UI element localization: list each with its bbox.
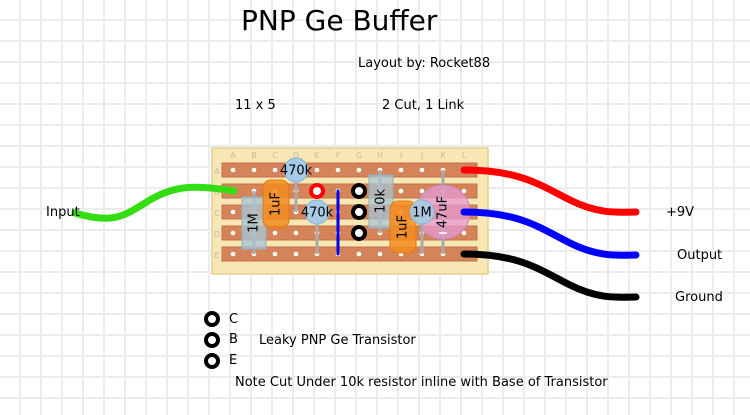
power-label: +9V	[666, 205, 695, 220]
board-size-label: 11 x 5	[235, 98, 276, 113]
row-label: D	[214, 230, 220, 239]
hole	[461, 230, 467, 236]
column-label: H	[377, 151, 383, 160]
column-label: J	[420, 151, 423, 160]
output-label: Output	[677, 248, 723, 263]
hole	[461, 188, 467, 194]
legend-pin-b-icon	[204, 332, 220, 348]
row-label: C	[214, 209, 220, 218]
r5-label: 1M	[412, 206, 432, 221]
column-label: D	[293, 151, 299, 160]
hole	[230, 209, 236, 215]
column-label: G	[356, 151, 362, 160]
power-wire	[460, 166, 640, 216]
hole	[314, 167, 320, 173]
c3-label: 47uF	[436, 196, 451, 228]
r2-label: 470k	[280, 164, 313, 179]
ground-label: Ground	[675, 290, 723, 305]
hole	[251, 167, 257, 173]
c2-label: 1uF	[396, 215, 411, 239]
resistor-470k-b: 470k	[301, 199, 334, 254]
hole	[356, 251, 362, 257]
resistor-1m-a: 1M	[241, 191, 267, 254]
copper-strip-A	[221, 162, 478, 178]
hole	[335, 167, 341, 173]
r4-label: 10k	[374, 188, 389, 213]
ground-wire	[460, 250, 640, 301]
author-label: Layout by: Rocket88	[358, 56, 491, 71]
transistor-pin-e	[351, 225, 367, 241]
column-label: I	[400, 151, 402, 160]
resistor-1m-b: 1M	[409, 199, 435, 254]
column-label: A	[230, 151, 236, 160]
hole	[293, 251, 299, 257]
column-label: L	[462, 151, 467, 160]
capacitor-1uf-b: 1uF	[389, 200, 417, 254]
r1-label: 1M	[247, 213, 262, 233]
hole	[272, 167, 278, 173]
hole	[230, 230, 236, 236]
hole	[230, 251, 236, 257]
legend-pin-c-label: C	[229, 312, 239, 327]
track-cut	[309, 183, 325, 199]
column-label: C	[272, 151, 278, 160]
column-label: K	[440, 151, 446, 160]
legend-pin-e-icon	[204, 353, 220, 369]
transistor-pin-c	[351, 183, 367, 199]
hole	[419, 188, 425, 194]
page-title: PNP Ge Buffer	[241, 4, 438, 37]
hole	[293, 230, 299, 236]
electrolytic-capacitor-47uf: 47uF	[415, 170, 471, 254]
legend-pin-c-icon	[204, 311, 220, 327]
hole	[398, 167, 404, 173]
row-label: A	[214, 167, 220, 176]
column-labels: A B C D E F G H I J K L	[230, 151, 467, 160]
row-labels: A B C D E	[214, 167, 220, 260]
hole	[272, 230, 278, 236]
column-label: E	[314, 151, 319, 160]
cuts-links-label: 2 Cut, 1 Link	[382, 98, 465, 113]
hole	[356, 167, 362, 173]
capacitor-1uf-a: 1uF	[262, 179, 290, 229]
resistor-10k: 10k	[368, 170, 394, 233]
input-wire	[71, 183, 238, 222]
row-label: E	[214, 251, 219, 260]
legend-pin-b-label: B	[229, 332, 238, 347]
c1-label: 1uF	[269, 192, 284, 216]
hole	[272, 251, 278, 257]
hole	[419, 167, 425, 173]
r3-label: 470k	[301, 206, 334, 221]
column-label: F	[336, 151, 341, 160]
note-text: Note Cut Under 10k resistor inline with …	[235, 375, 608, 390]
hole	[398, 188, 404, 194]
hole	[377, 251, 383, 257]
input-label: Input	[46, 205, 80, 220]
hole	[230, 167, 236, 173]
legend-pin-e-label: E	[229, 353, 238, 368]
transistor-label: Leaky PNP Ge Transistor	[259, 333, 416, 348]
column-label: B	[251, 151, 257, 160]
transistor-pin-b	[351, 204, 367, 220]
resistor-470k-a: 470k	[280, 157, 313, 212]
output-wire	[460, 208, 640, 259]
row-label: B	[214, 188, 220, 197]
